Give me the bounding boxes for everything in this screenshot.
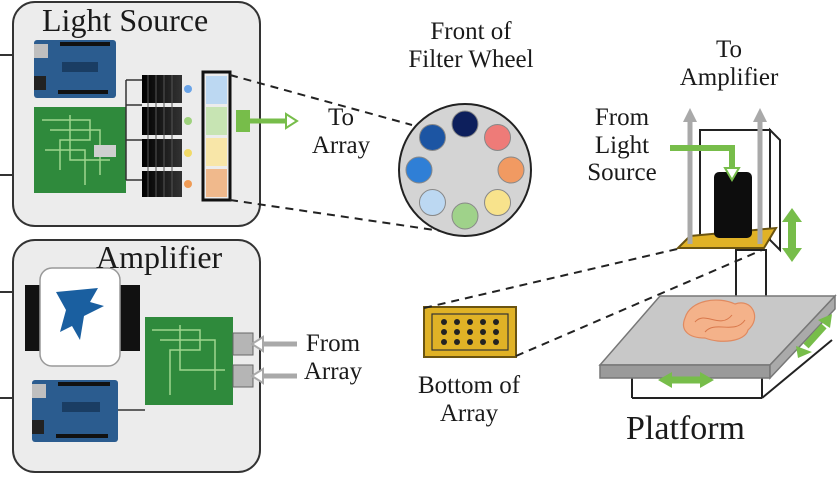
front-of-filter-wheel-label: Front of Filter Wheel — [408, 18, 534, 73]
to-amplifier-label: To Amplifier — [679, 36, 779, 91]
amplifier-title: Amplifier — [96, 239, 223, 275]
array-zoom-line-bottom — [515, 249, 763, 357]
platform — [598, 294, 837, 399]
strip-filter-0 — [206, 76, 227, 104]
zoom-line-bottom — [229, 199, 449, 233]
filter-wheel — [398, 103, 532, 237]
wheel-filter-blue — [405, 156, 433, 184]
amplifier-panel — [0, 239, 297, 473]
array-electrode — [467, 319, 473, 325]
array-electrode — [480, 339, 486, 345]
strip-filter-2 — [206, 138, 227, 166]
array-electrode — [454, 319, 460, 325]
wheel-filter-red — [484, 123, 512, 151]
array-electrode — [480, 319, 486, 325]
array-bottom-view — [423, 306, 517, 358]
wheel-filter-light-blue — [418, 189, 446, 217]
from-array-arrows — [250, 335, 297, 385]
filter-strip — [206, 76, 227, 197]
array-electrode — [454, 339, 460, 345]
amplifier-pcb — [145, 317, 254, 405]
array-electrode — [493, 339, 499, 345]
light-source-title: Light Source — [42, 2, 209, 38]
ni-daq-device — [25, 267, 140, 367]
amplifier-arduino — [32, 380, 118, 442]
array-electrode — [441, 329, 447, 335]
platform-label: Platform — [626, 410, 745, 447]
array-electrode — [467, 339, 473, 345]
array-electrode — [467, 329, 473, 335]
array-electrode — [480, 329, 486, 335]
array-zoom-line-top — [423, 245, 691, 309]
wheel-filter-dark-blue — [418, 123, 446, 151]
bottom-of-array-label: Bottom of Array — [417, 372, 521, 427]
from-light-source-label: From Light Source — [587, 104, 657, 186]
array-electrode — [493, 319, 499, 325]
strip-filter-1 — [206, 107, 227, 135]
wheel-filter-green — [451, 202, 479, 230]
array-electrode — [493, 329, 499, 335]
strip-filter-3 — [206, 169, 227, 197]
to-array-arrow — [236, 110, 299, 132]
from-array-label: From Array — [303, 330, 363, 385]
zoom-line-top — [229, 74, 413, 126]
led-array — [142, 75, 192, 197]
wheel-filter-orange — [497, 156, 525, 184]
wheel-filter-navy — [451, 110, 479, 138]
array-electrode — [441, 339, 447, 345]
light-source-panel — [0, 1, 299, 227]
wheel-filter-yellow — [484, 189, 512, 217]
to-array-label: To Array — [311, 104, 371, 159]
arduino-board — [34, 40, 116, 98]
array-electrode — [454, 329, 460, 335]
array-electrode — [441, 319, 447, 325]
pcb-board — [34, 107, 126, 193]
